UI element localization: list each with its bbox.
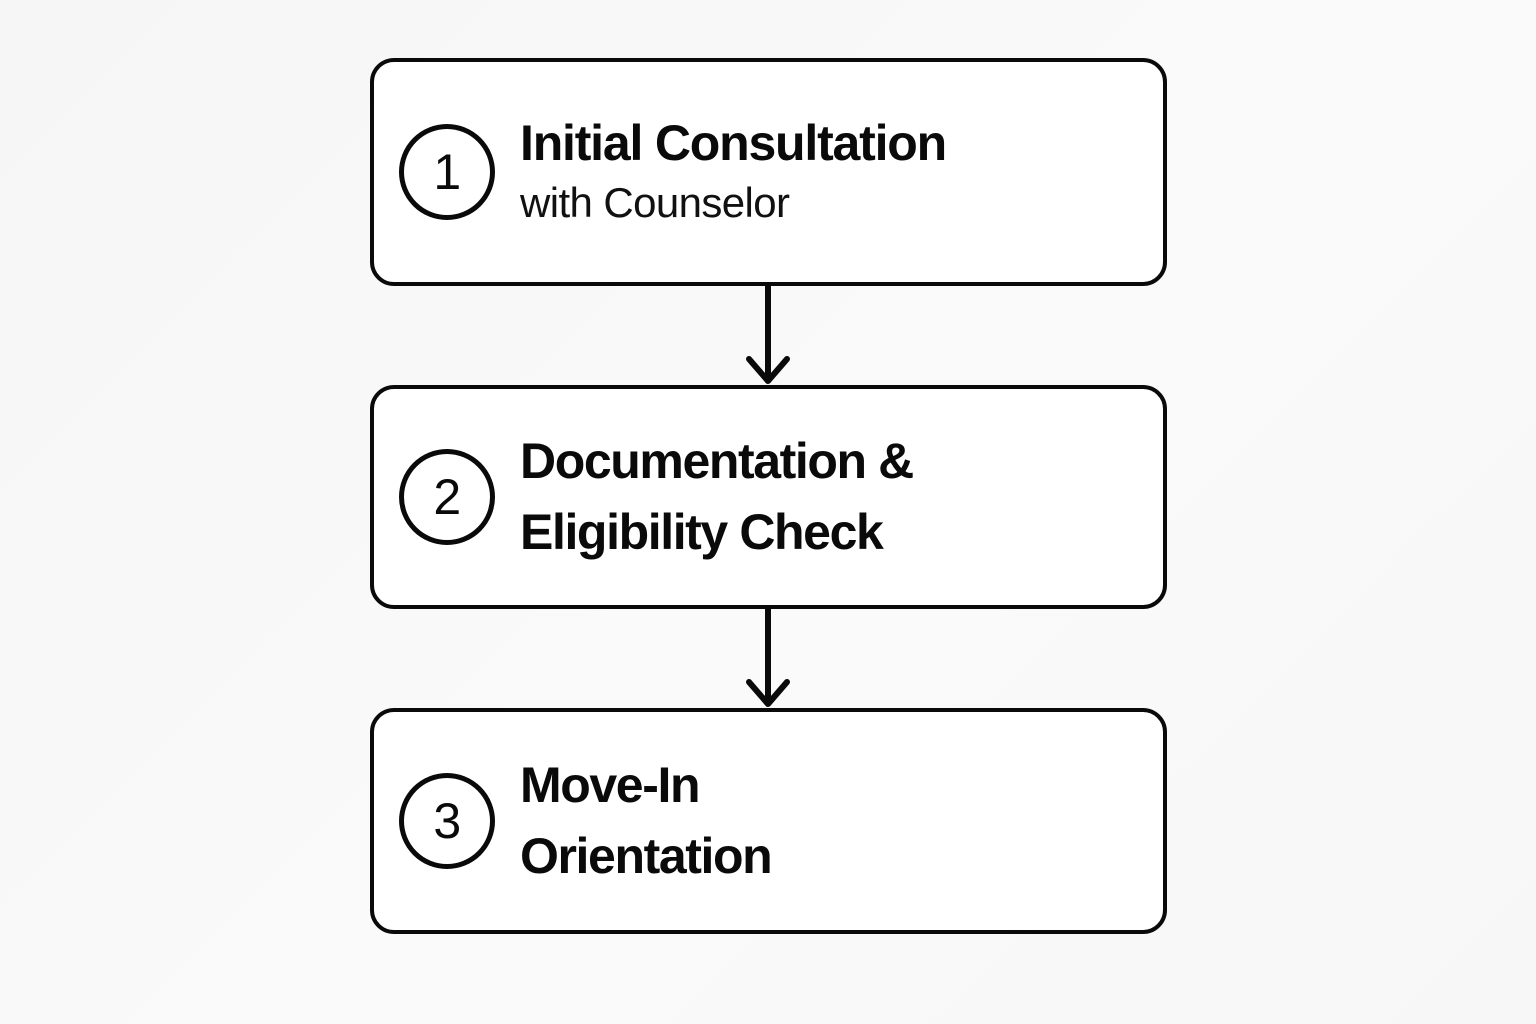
arrow-down-icon [746, 605, 790, 707]
step-3-badge-wrap: 3 [374, 773, 520, 869]
step-1-subtitle: with Counselor [520, 179, 790, 227]
step-3-title-line-2: Orientation [520, 828, 773, 884]
flow-step-1[interactable]: 1 Initial Consultation with Counselor [370, 58, 1167, 286]
step-1-text: Initial Consultation with Counselor [520, 116, 1163, 228]
step-2-title-line-2: Eligibility Check [520, 504, 884, 560]
step-2-badge-wrap: 2 [374, 449, 520, 545]
step-number-badge-1: 1 [399, 124, 495, 220]
step-number-badge-2: 2 [399, 449, 495, 545]
step-3-title-line-1: Move-In [520, 757, 700, 813]
step-2-title-line-1: Documentation & [520, 433, 914, 489]
step-3-text: Move-In Orientation [520, 750, 1163, 892]
connector-arrow-2-to-3 [740, 605, 796, 711]
arrow-down-icon [746, 282, 790, 384]
step-2-text: Documentation & Eligibility Check [520, 426, 1163, 568]
step-number-badge-3: 3 [399, 773, 495, 869]
flow-step-3[interactable]: 3 Move-In Orientation [370, 708, 1167, 934]
connector-arrow-1-to-2 [740, 282, 796, 388]
flow-step-2[interactable]: 2 Documentation & Eligibility Check [370, 385, 1167, 609]
step-1-title: Initial Consultation [520, 115, 947, 172]
step-1-badge-wrap: 1 [374, 124, 520, 220]
